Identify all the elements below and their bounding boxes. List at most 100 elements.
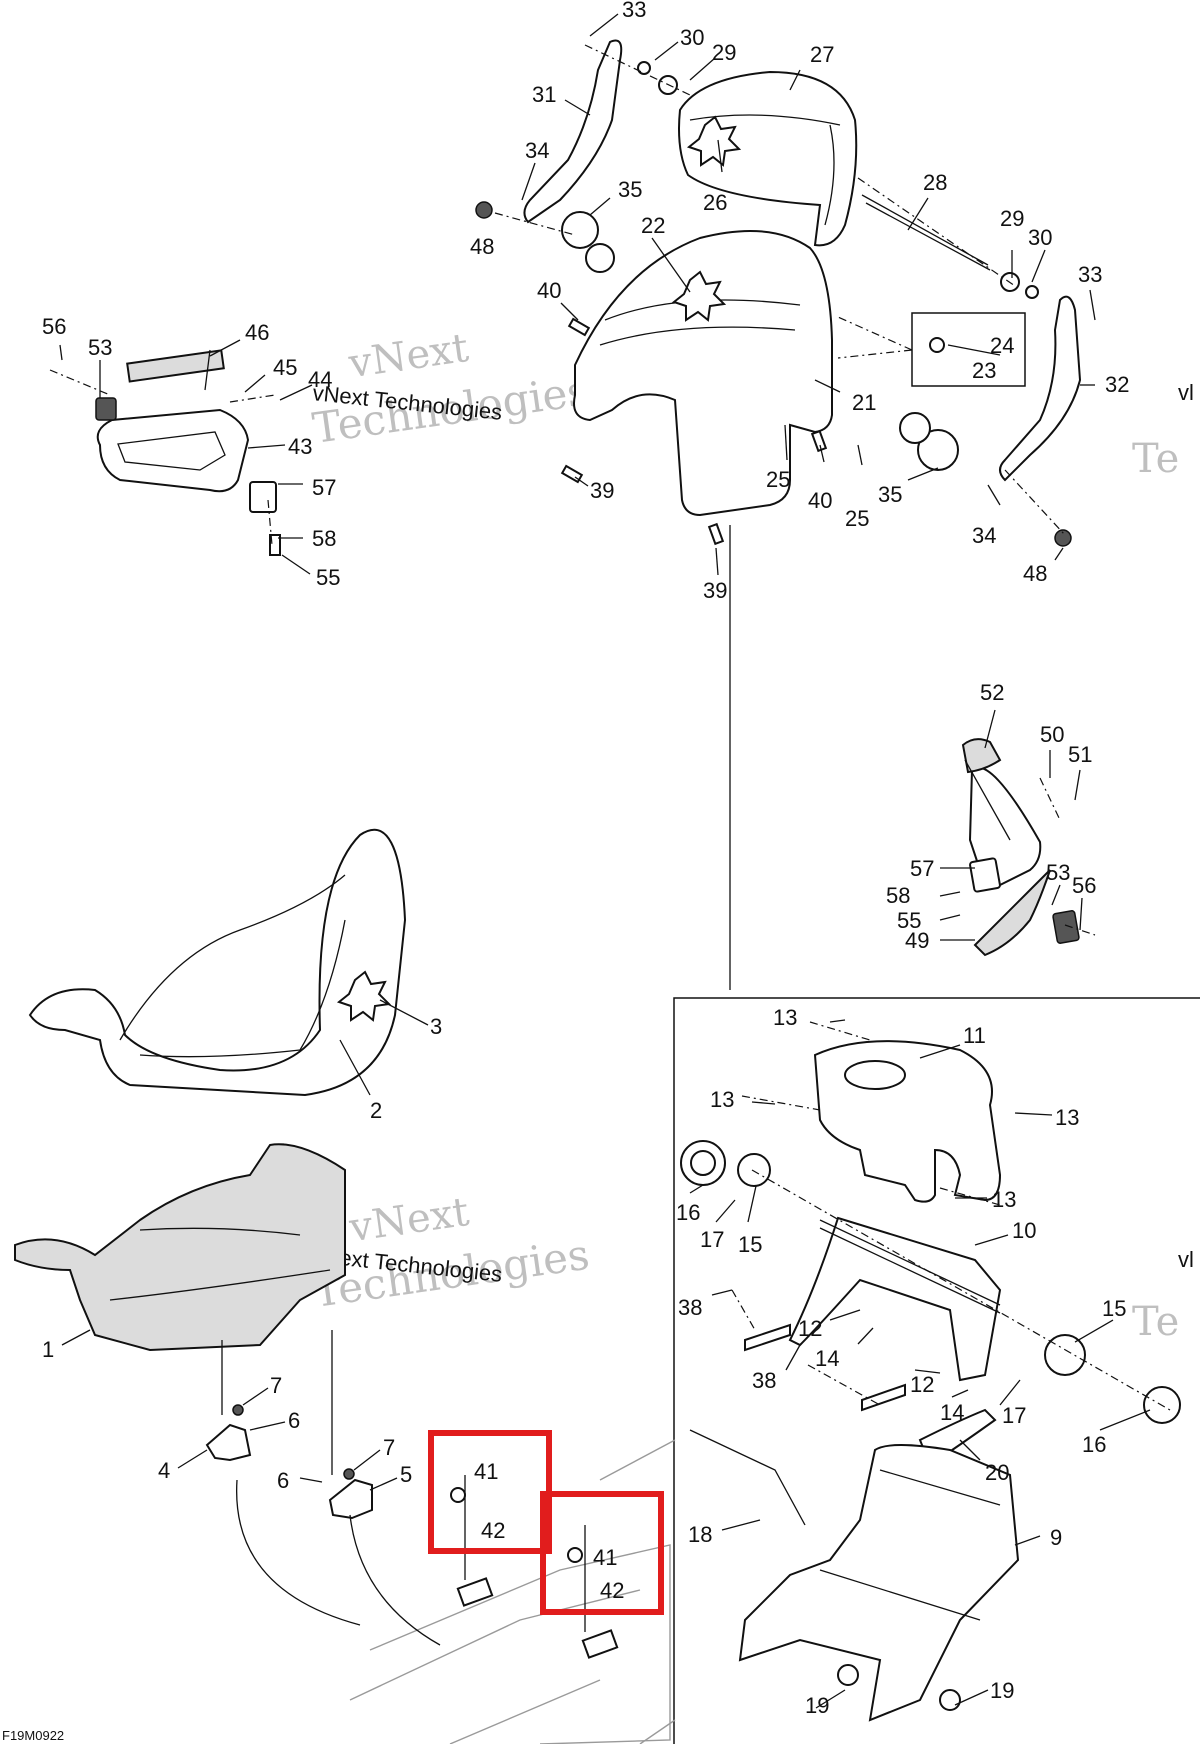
callout-32: 32: [1105, 372, 1129, 397]
frame-10: [788, 1216, 1002, 1382]
callout-33b: 33: [1078, 262, 1102, 287]
callout-6: 6: [288, 1408, 300, 1433]
callout-labels: 33 30 29 27 31 34 35 26 48 22 28 29 30 3…: [42, 0, 1129, 1718]
callout-44: 44: [308, 367, 332, 392]
handle-assembly-right: [961, 738, 1080, 957]
callout-49: 49: [905, 928, 929, 953]
callout-7: 7: [270, 1373, 282, 1398]
callout-35b: 35: [878, 482, 902, 507]
assembly-lines: [49, 44, 1171, 1646]
bracket-4: [205, 1423, 252, 1462]
hull-fragment: [349, 1544, 671, 1744]
part-41-42-a: [450, 1487, 466, 1503]
callout-57: 57: [312, 475, 336, 500]
callout-30: 30: [680, 25, 704, 50]
callout-11: 11: [963, 1023, 986, 1048]
callout-53b: 53: [1046, 860, 1070, 885]
callout-51: 51: [1068, 742, 1092, 767]
callout-29: 29: [712, 40, 736, 65]
callout-19b: 19: [990, 1678, 1014, 1703]
callout-46: 46: [245, 320, 269, 345]
callout-55: 55: [316, 565, 340, 590]
callout-35: 35: [618, 177, 642, 202]
watermark-upper: vNext Technologies: [310, 325, 592, 453]
callout-38: 38: [678, 1295, 702, 1320]
handle-assembly-left: [95, 349, 281, 556]
callout-4: 4: [158, 1458, 170, 1483]
callout-22: 22: [641, 213, 665, 238]
callout-31: 31: [532, 82, 556, 107]
callout-39: 39: [590, 478, 614, 503]
callout-28: 28: [923, 170, 947, 195]
callout-43: 43: [288, 434, 312, 459]
callout-10: 10: [1012, 1218, 1036, 1243]
callout-14: 14: [815, 1346, 839, 1371]
callout-39b: 39: [703, 578, 727, 603]
watermark-lower-vnext: vNext: [346, 1189, 472, 1251]
callout-52: 52: [980, 680, 1004, 705]
callout-34b: 34: [972, 523, 996, 548]
callout-13d: 13: [992, 1187, 1016, 1212]
frame-cover-11: [813, 1040, 1002, 1203]
callout-15b: 15: [1102, 1296, 1126, 1321]
callout-48: 48: [470, 234, 494, 259]
callout-48b: 48: [1023, 561, 1047, 586]
watermark-edge-lower-te: Te: [1132, 1299, 1179, 1345]
callout-1: 1: [42, 1337, 54, 1362]
callout-41: 41: [474, 1459, 498, 1484]
rod-28: [861, 194, 989, 266]
drawing-code: F19M0922: [2, 1728, 64, 1743]
callout-24: 24: [990, 333, 1014, 358]
support-bracket-32: [999, 295, 1082, 482]
callout-9: 9: [1050, 1525, 1062, 1550]
callout-42b: 42: [600, 1578, 624, 1603]
highlight-box-2: [540, 1491, 664, 1615]
callout-40: 40: [537, 278, 561, 303]
callout-50: 50: [1040, 722, 1064, 747]
callout-18: 18: [688, 1522, 712, 1547]
backrest-27: [678, 70, 858, 247]
callout-21: 21: [852, 390, 876, 415]
callout-26: 26: [703, 190, 727, 215]
callout-16b: 16: [1082, 1432, 1106, 1457]
watermark-edge-lower: vl: [1178, 1247, 1194, 1272]
callout-13c: 13: [1055, 1105, 1079, 1130]
support-bracket-31: [523, 39, 623, 224]
callout-16: 16: [676, 1200, 700, 1225]
leader-lines: [59, 13, 1151, 1709]
callout-19: 19: [805, 1693, 829, 1718]
callout-53: 53: [88, 335, 112, 360]
passenger-seat-21: [573, 229, 833, 517]
callout-13b: 13: [710, 1087, 734, 1112]
callout-34: 34: [525, 138, 549, 163]
callout-27: 27: [810, 42, 834, 67]
callout-38b: 38: [752, 1368, 776, 1393]
callout-6b: 6: [277, 1468, 289, 1493]
callout-57b: 57: [910, 856, 934, 881]
bracket-5: [328, 1478, 373, 1520]
callout-14b: 14: [940, 1400, 964, 1425]
watermark-upper-vnext: vNext: [345, 325, 471, 387]
callout-42: 42: [481, 1518, 505, 1543]
callout-7b: 7: [383, 1435, 395, 1460]
callout-25b: 25: [845, 506, 869, 531]
callout-58b: 58: [886, 883, 910, 908]
callout-30b: 30: [1028, 225, 1052, 250]
callout-45: 45: [273, 355, 297, 380]
inset-frame: [673, 997, 1200, 1744]
undercarriage-9: [738, 1444, 1020, 1722]
callout-29b: 29: [1000, 206, 1024, 231]
small-hardware-upper: [475, 61, 1072, 547]
callout-55b: 55: [897, 908, 921, 933]
callout-3: 3: [430, 1014, 442, 1039]
watermark-edge-upper-te: Te: [1132, 436, 1179, 482]
callout-13: 13: [773, 1005, 797, 1030]
callout-12b: 12: [910, 1372, 934, 1397]
watermark-edge-upper: vl: [1178, 380, 1194, 405]
callout-2: 2: [370, 1098, 382, 1123]
callout-56b: 56: [1072, 873, 1096, 898]
callout-17: 17: [700, 1227, 724, 1252]
seat-base-1: [14, 1143, 346, 1352]
driver-seat-2: [28, 828, 407, 1097]
